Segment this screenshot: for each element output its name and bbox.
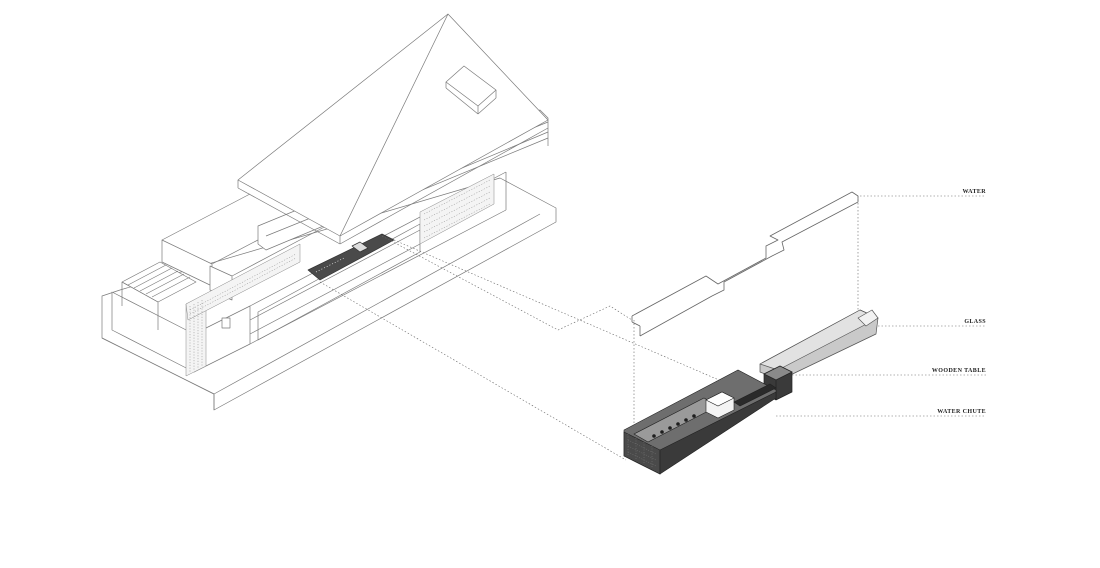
label-wooden-table: WOODEN TABLE (932, 368, 986, 374)
water-chute-assembly (623, 369, 777, 475)
chute-perforations (652, 414, 696, 438)
label-water-chute: WATER CHUTE (937, 409, 986, 415)
building-axonometric (101, 13, 557, 411)
perforated-screen-right (419, 173, 495, 245)
projection-lines (319, 196, 859, 461)
building-stairs (121, 261, 197, 330)
glass-layer (759, 309, 879, 381)
building-window (221, 317, 231, 329)
label-water: WATER (962, 189, 986, 195)
component-labels: WATER GLASS WOODEN TABLE WATER CHUTE (932, 189, 986, 415)
building-lower-block (111, 171, 507, 373)
perforated-screen-left (185, 243, 301, 377)
building-roof (237, 13, 549, 245)
label-glass: GLASS (964, 319, 986, 325)
water-layer (631, 191, 859, 337)
leader-lines (776, 195, 986, 417)
roof-skylight (445, 65, 497, 115)
